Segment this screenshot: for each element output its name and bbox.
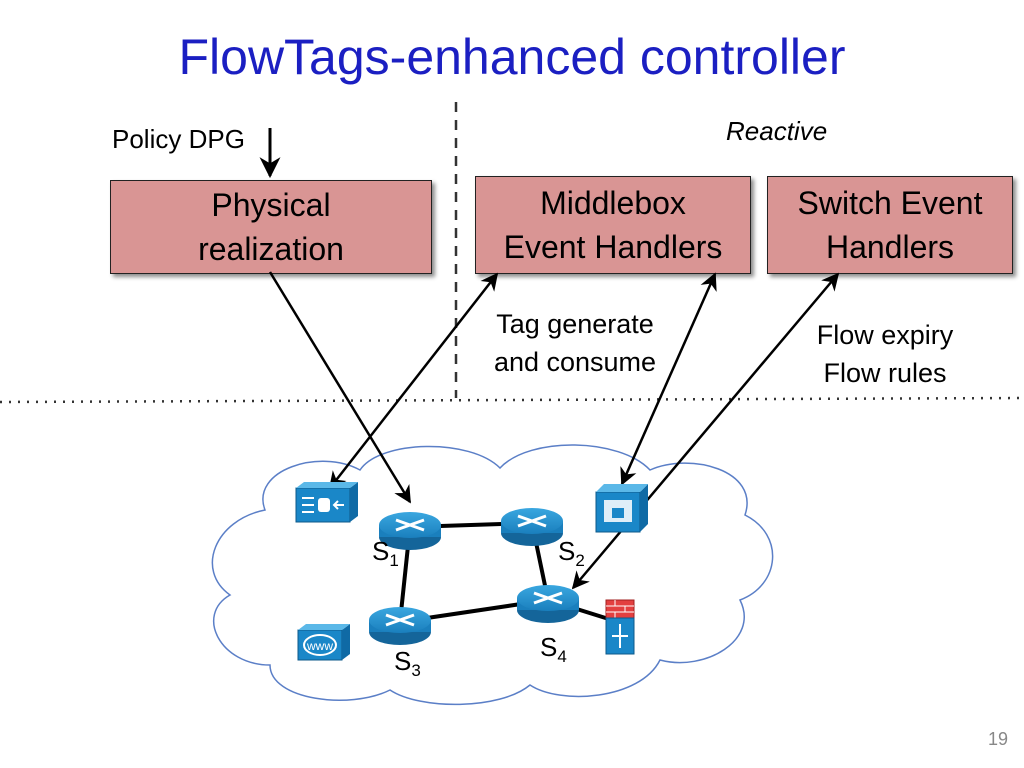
firewall-icon [605, 599, 635, 655]
box-line: Physical [211, 187, 331, 223]
web-server-icon: www [297, 624, 350, 661]
switch-name: S [372, 536, 390, 566]
switch-name: S [540, 632, 558, 662]
box-line: Middlebox [540, 185, 686, 221]
physical-realization-box: Physical realization [110, 180, 432, 274]
middlebox-event-handlers-box: Middlebox Event Handlers [475, 176, 751, 274]
flow-annotation: Flow expiry Flow rules [780, 316, 990, 392]
policy-dpg-label: Policy DPG [112, 124, 245, 154]
box-line: Handlers [825, 229, 955, 265]
switch-subscript: 3 [411, 661, 421, 681]
switch-name: S [394, 646, 412, 676]
switch-icon [517, 585, 579, 623]
box-line: Switch Event [797, 185, 983, 221]
middlebox-to-appliance-arrow [620, 272, 717, 486]
switch-name: S [558, 536, 576, 566]
switch-label-s3: S3 [394, 646, 421, 681]
middlebox-to-lb-arrow [328, 272, 499, 490]
svg-text:www: www [306, 639, 333, 653]
slide-title: FlowTags-enhanced controller [178, 29, 846, 85]
switch-subscript: 2 [575, 551, 585, 571]
box-line: realization [198, 231, 344, 267]
horizontal-separator [0, 396, 1024, 404]
reactive-label: Reactive [726, 116, 828, 146]
switch-event-handlers-box: Switch Event Handlers [767, 176, 1013, 274]
security-appliance-icon [595, 484, 648, 533]
switch-icon [501, 508, 563, 546]
switch-icon [379, 512, 441, 550]
switch-label-s1: S1 [372, 536, 399, 571]
annotation-line: Flow rules [823, 358, 947, 388]
network-cloud [211, 444, 774, 706]
annotation-line: Flow expiry [816, 320, 954, 350]
switch-handlers-to-s4-arrow [571, 272, 840, 590]
page-number: 19 [987, 729, 1008, 749]
switch-subscript: 4 [557, 647, 567, 667]
switch-label-s4: S4 [540, 632, 567, 667]
box-line: Event Handlers [503, 229, 723, 265]
load-balancer-icon [295, 482, 358, 523]
switch-icon [369, 607, 431, 645]
switch-subscript: 1 [389, 551, 399, 571]
switch-label-s2: S2 [558, 536, 585, 571]
